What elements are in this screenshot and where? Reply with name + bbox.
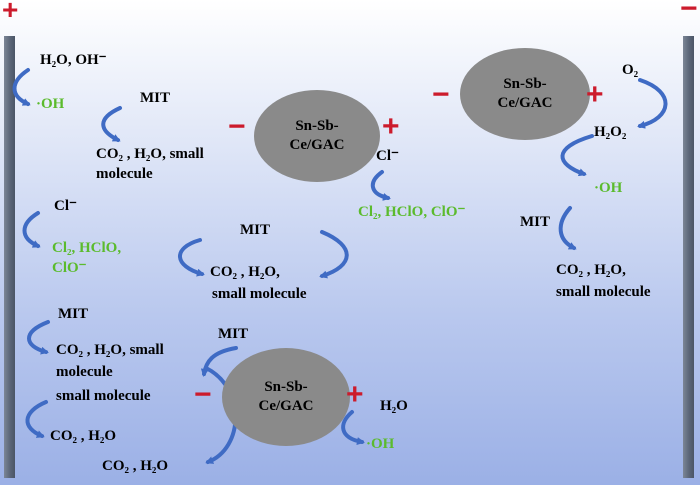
label-active-chlorine: Cl₂, HClO, ClO⁻ (358, 204, 466, 220)
arrow-mit-mid-left (178, 238, 205, 277)
label-mit: MIT (520, 214, 550, 230)
arrow-mit-to-co2-top (101, 106, 122, 142)
particle-plus-sign: + (586, 78, 604, 111)
label-co2-products: CO₂ , H₂O, (556, 262, 626, 278)
label-h2o-oh: H₂O, OH⁻ (40, 52, 107, 68)
arrow-cl-left (22, 211, 41, 248)
arrow-mit-bottom-left (27, 320, 50, 355)
particle-label-line2: Ce/GAC (258, 398, 314, 414)
label-mit: MIT (140, 90, 170, 106)
particle-label-line2: Ce/GAC (497, 95, 553, 111)
arrow-mit-right (558, 206, 577, 250)
label-hydrogen-peroxide: H₂O₂ (594, 124, 627, 140)
particle-sn-sb-ce-gac: Sn-Sb- Ce/GAC (254, 90, 380, 182)
particle-label-line2: Ce/GAC (289, 137, 345, 153)
label-small-molecule: small molecule (556, 284, 651, 300)
particle-label-line1: Sn-Sb- (503, 76, 547, 92)
cathode-minus-sign: − (680, 0, 698, 25)
label-oxygen: O₂ (622, 62, 639, 78)
label-mit: MIT (58, 306, 88, 322)
anode-plus-sign: + (2, 0, 19, 25)
label-oh-radical: ·OH (594, 180, 623, 196)
label-oh-radical: ·OH (366, 436, 395, 452)
label-chloride: Cl⁻ (54, 198, 77, 214)
label-molecule: molecule (56, 364, 113, 380)
particle-minus-sign: − (228, 110, 246, 143)
label-active-chlorine: Cl₂, HClO, (52, 240, 122, 256)
label-co2-h2o: CO₂ , H₂O (102, 458, 169, 474)
label-co2-products: CO₂ , H₂O, small (56, 342, 164, 358)
label-chloride: Cl⁻ (376, 148, 399, 164)
label-mit: MIT (240, 222, 270, 238)
arrow-mit-mid-right (319, 230, 349, 279)
label-oh-radical: ·OH (36, 96, 65, 112)
arrow-anode-h2o-to-oh (12, 68, 31, 106)
anode-electrode (4, 36, 15, 478)
arrow-mit-to-particle-bottom (200, 346, 238, 377)
label-co2-h2o: CO₂ , H₂O (50, 428, 117, 444)
label-water: H₂O (380, 398, 408, 414)
label-co2-products: CO₂ , H₂O, small (96, 146, 204, 162)
label-molecule: molecule (96, 166, 153, 182)
particle-minus-sign: − (432, 78, 450, 111)
particle-sn-sb-ce-gac: Sn-Sb- Ce/GAC (222, 348, 350, 446)
label-co2-products: CO₂ , H₂O, (210, 264, 280, 280)
cathode-electrode (683, 36, 694, 478)
particle-minus-sign: − (194, 378, 212, 411)
particle-label-line1: Sn-Sb- (295, 118, 339, 134)
particle-label-line1: Sn-Sb- (264, 379, 308, 395)
particle-plus-sign: + (382, 110, 400, 143)
label-small-molecule: small molecule (212, 286, 307, 302)
label-mit: MIT (218, 326, 248, 342)
particle-plus-sign: + (346, 378, 364, 411)
arrow-h2o2-to-oh (560, 134, 594, 177)
arrow-cl-mid (371, 170, 391, 201)
arrow-small-mol-to-co2 (25, 400, 48, 438)
label-small-molecule: small molecule (56, 388, 151, 404)
label-active-chlorine: ClO⁻ (52, 260, 87, 276)
arrow-h2o-to-oh-bottom (341, 410, 365, 446)
particle-sn-sb-ce-gac: Sn-Sb- Ce/GAC (460, 48, 590, 140)
arrow-o2-to-h2o2 (637, 78, 668, 129)
